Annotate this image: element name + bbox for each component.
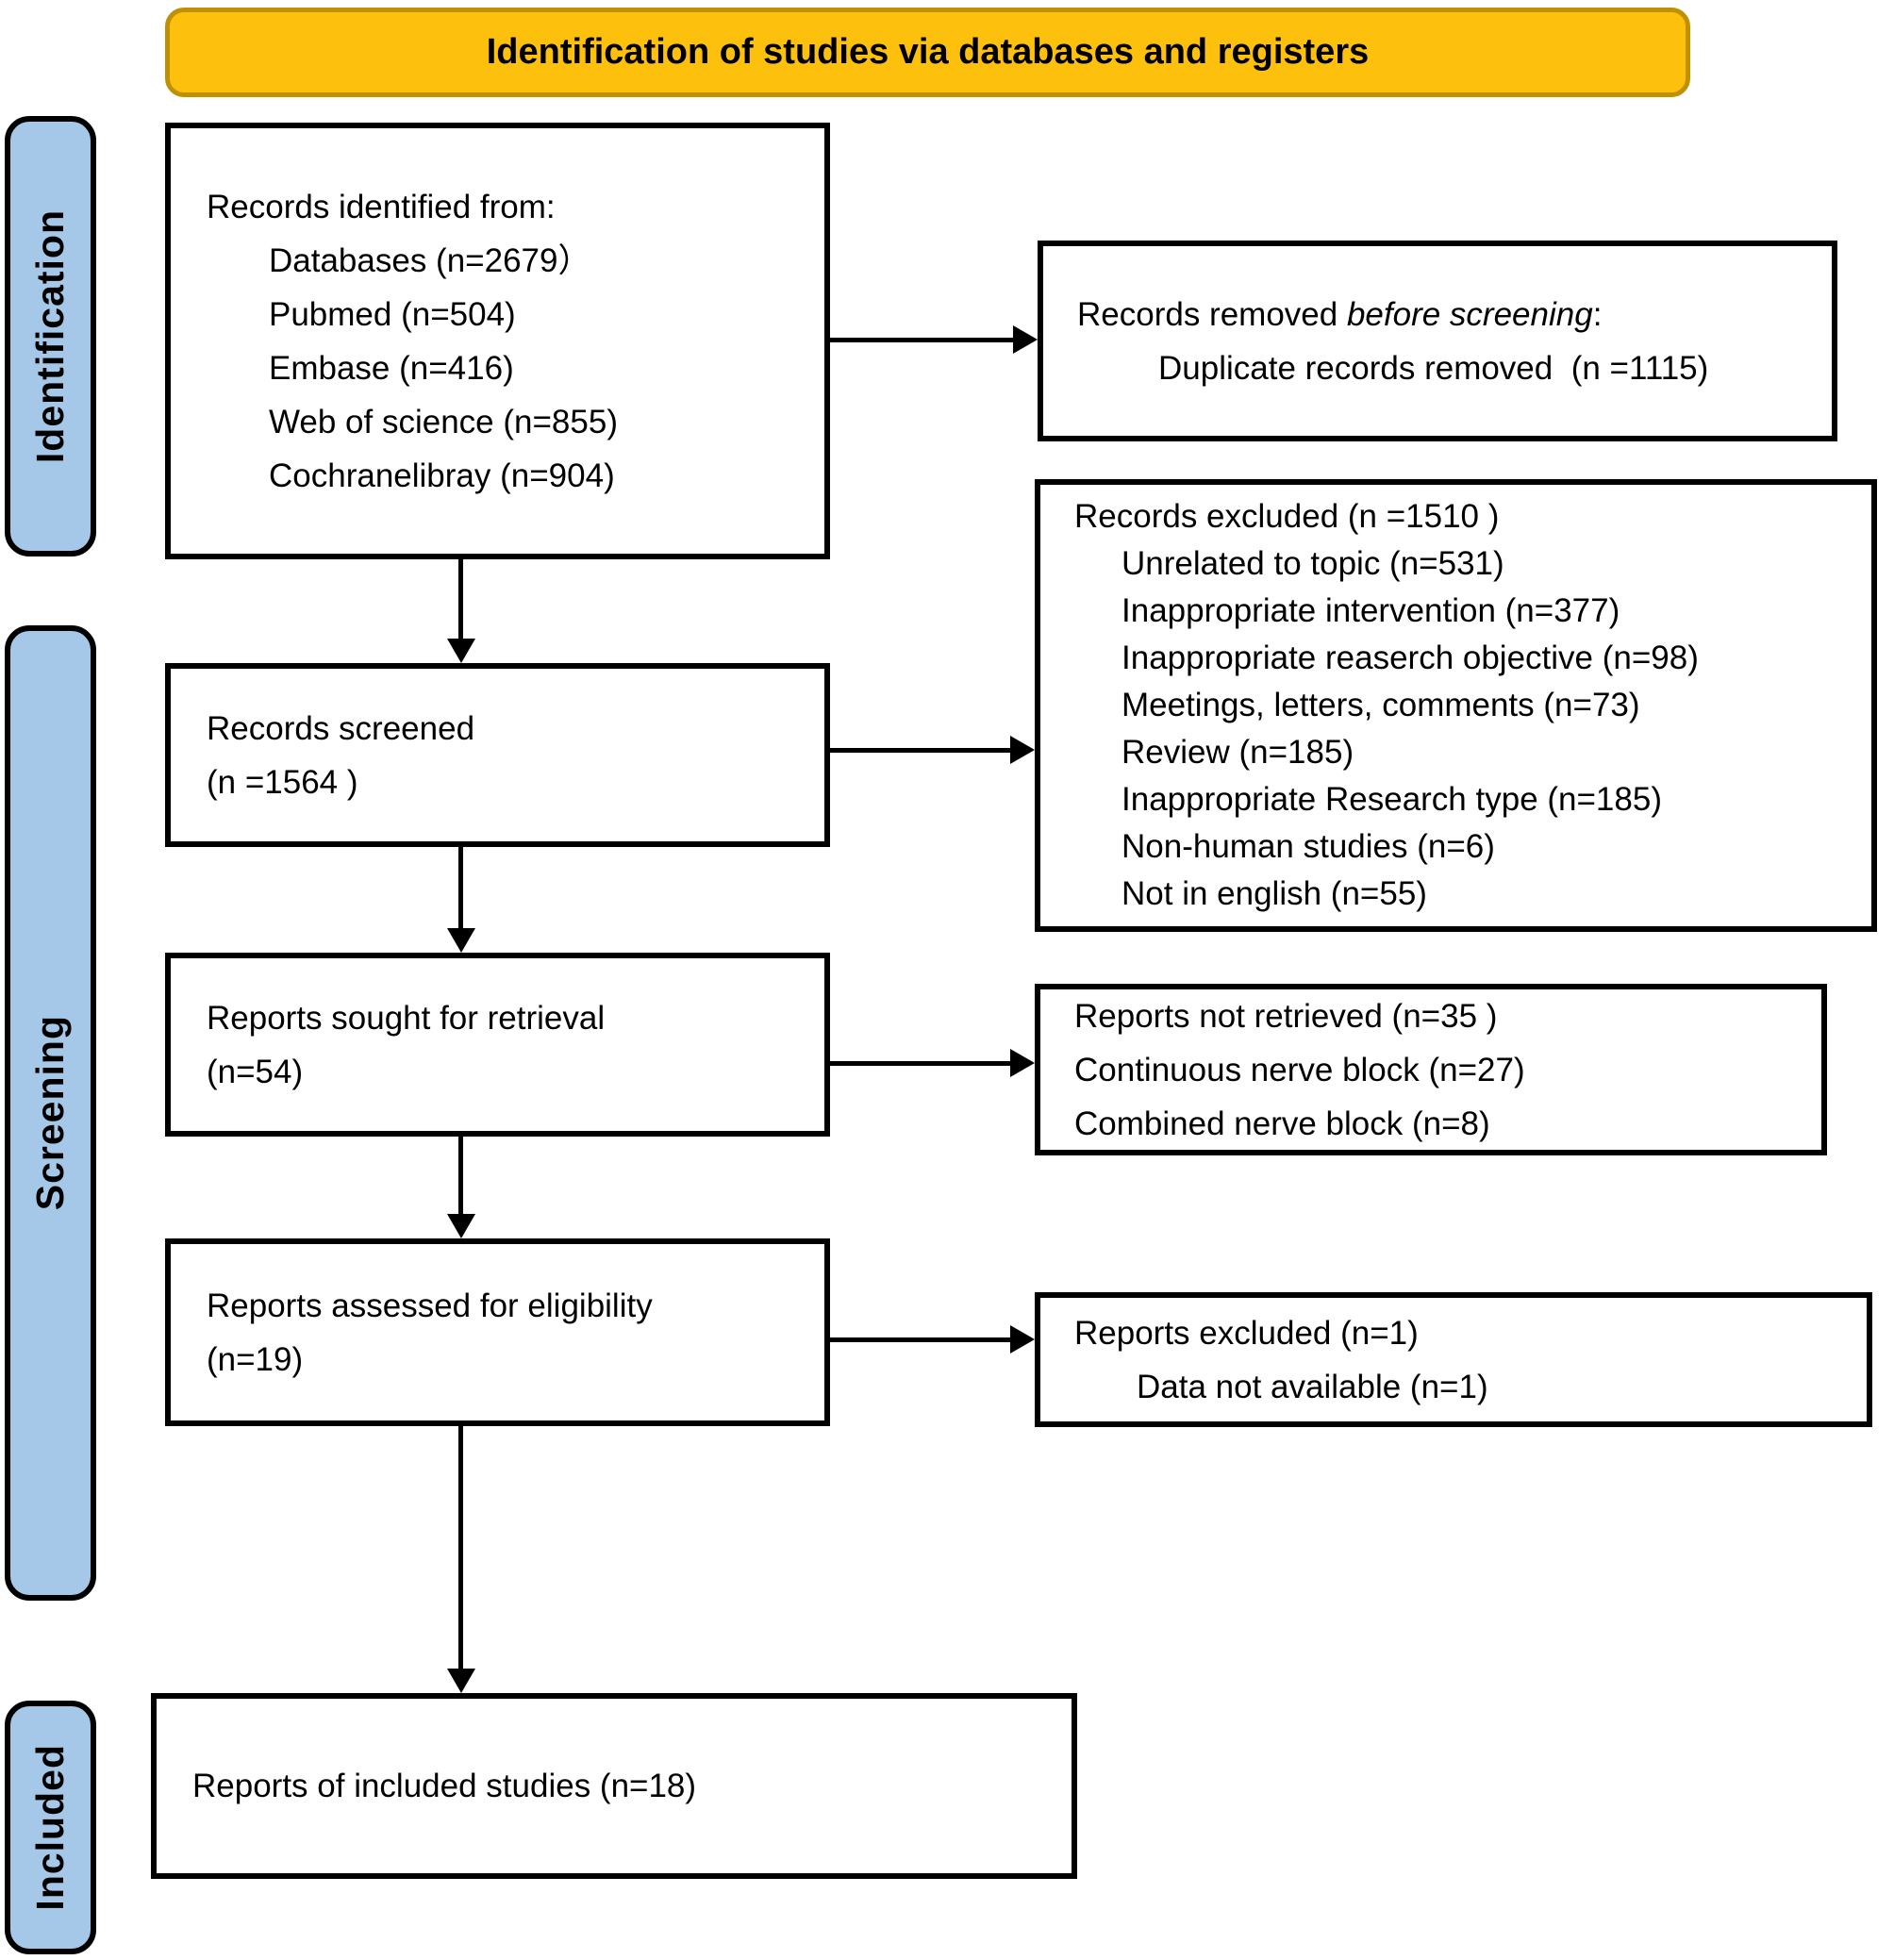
records-identified-item: Embase (n=416) (269, 349, 514, 387)
arrow-assessed-to-reportsexcluded-head-icon (1010, 1325, 1035, 1354)
arrow-screened-to-excluded-line (830, 748, 1012, 753)
records-identified-title: Records identified from: (207, 188, 556, 225)
arrow-screened-to-excluded-head-icon (1010, 736, 1035, 764)
arrow-identified-to-screened-line (458, 559, 463, 642)
arrow-identified-to-removed-head-icon (1013, 325, 1038, 354)
records-excluded-title: Records excluded (n =1510 ) (1074, 498, 1500, 535)
arrow-screened-to-sought-head-icon (447, 928, 475, 953)
reports-assessed-count: (n=19) (207, 1340, 304, 1378)
records-identified-item: Web of science (n=855) (269, 403, 618, 440)
reports-sought-count: (n=54) (207, 1053, 304, 1090)
box-reports-included: Reports of included studies (n=18) (151, 1693, 1077, 1879)
arrow-sought-to-assessed-head-icon (447, 1214, 475, 1238)
reports-not-retrieved-line: Reports not retrieved (n=35 ) (1074, 997, 1498, 1035)
records-screened-count: (n =1564 ) (207, 763, 358, 801)
reports-excluded-title: Reports excluded (n=1) (1074, 1314, 1419, 1352)
arrow-sought-to-notretrieved-head-icon (1010, 1049, 1035, 1077)
records-removed-item: Duplicate records removed (n =1115) (1158, 349, 1709, 387)
box-reports-sought: Reports sought for retrieval (n=54) (165, 953, 830, 1137)
arrow-identified-to-removed-line (830, 338, 1015, 342)
box-records-removed: Records removed before screening: Duplic… (1038, 241, 1837, 441)
box-reports-assessed: Reports assessed for eligibility (n=19) (165, 1238, 830, 1426)
stage-screening-label: Screening (28, 1015, 72, 1211)
records-screened-line: Records screened (207, 709, 475, 747)
title-banner: Identification of studies via databases … (165, 8, 1690, 97)
box-records-identified: Records identified from: Databases (n=26… (165, 123, 830, 559)
reports-assessed-line: Reports assessed for eligibility (207, 1287, 653, 1324)
box-records-excluded: Records excluded (n =1510 ) Unrelated to… (1035, 479, 1877, 932)
arrow-assessed-to-included-line (458, 1426, 463, 1670)
diagram-title: Identification of studies via databases … (486, 32, 1370, 72)
records-identified-item: Pubmed (n=504) (269, 295, 516, 333)
arrow-sought-to-assessed-line (458, 1137, 463, 1216)
records-identified-item: Cochranelibray (n=904) (269, 457, 615, 494)
arrow-assessed-to-reportsexcluded-line (830, 1337, 1012, 1342)
reports-not-retrieved-line: Combined nerve block (n=8) (1074, 1105, 1490, 1142)
arrow-identified-to-screened-head-icon (447, 639, 475, 663)
arrow-screened-to-sought-line (458, 847, 463, 930)
reports-sought-line: Reports sought for retrieval (207, 999, 606, 1037)
stage-included-label: Included (28, 1744, 72, 1911)
records-removed-title: Records removed before screening: (1077, 295, 1603, 333)
arrow-assessed-to-included-head-icon (447, 1669, 475, 1693)
stage-identification-label: Identification (28, 208, 72, 464)
box-reports-excluded: Reports excluded (n=1) Data not availabl… (1035, 1292, 1872, 1427)
reports-excluded-item: Data not available (n=1) (1137, 1368, 1488, 1405)
records-excluded-item: Unrelated to topic (n=531) (1121, 545, 1504, 582)
records-identified-item: Databases (n=2679） (269, 241, 591, 279)
records-excluded-item: Inappropriate reaserch objective (n=98) (1121, 639, 1699, 676)
stage-identification: Identification (5, 116, 96, 556)
records-excluded-item: Inappropriate intervention (n=377) (1121, 592, 1620, 629)
records-excluded-item: Review (n=185) (1121, 734, 1354, 771)
reports-included-line: Reports of included studies (n=18) (192, 1768, 697, 1804)
records-excluded-item: Not in english (n=55) (1121, 875, 1427, 912)
box-reports-not-retrieved: Reports not retrieved (n=35 ) Continuous… (1035, 984, 1827, 1155)
records-excluded-item: Meetings, letters, comments (n=73) (1121, 687, 1640, 723)
records-excluded-item: Inappropriate Research type (n=185) (1121, 781, 1662, 818)
box-records-screened: Records screened (n =1564 ) (165, 663, 830, 847)
records-excluded-item: Non-human studies (n=6) (1121, 828, 1495, 865)
stage-included: Included (5, 1701, 96, 1954)
arrow-sought-to-notretrieved-line (830, 1061, 1012, 1066)
reports-not-retrieved-line: Continuous nerve block (n=27) (1074, 1051, 1525, 1088)
stage-screening: Screening (5, 625, 96, 1601)
